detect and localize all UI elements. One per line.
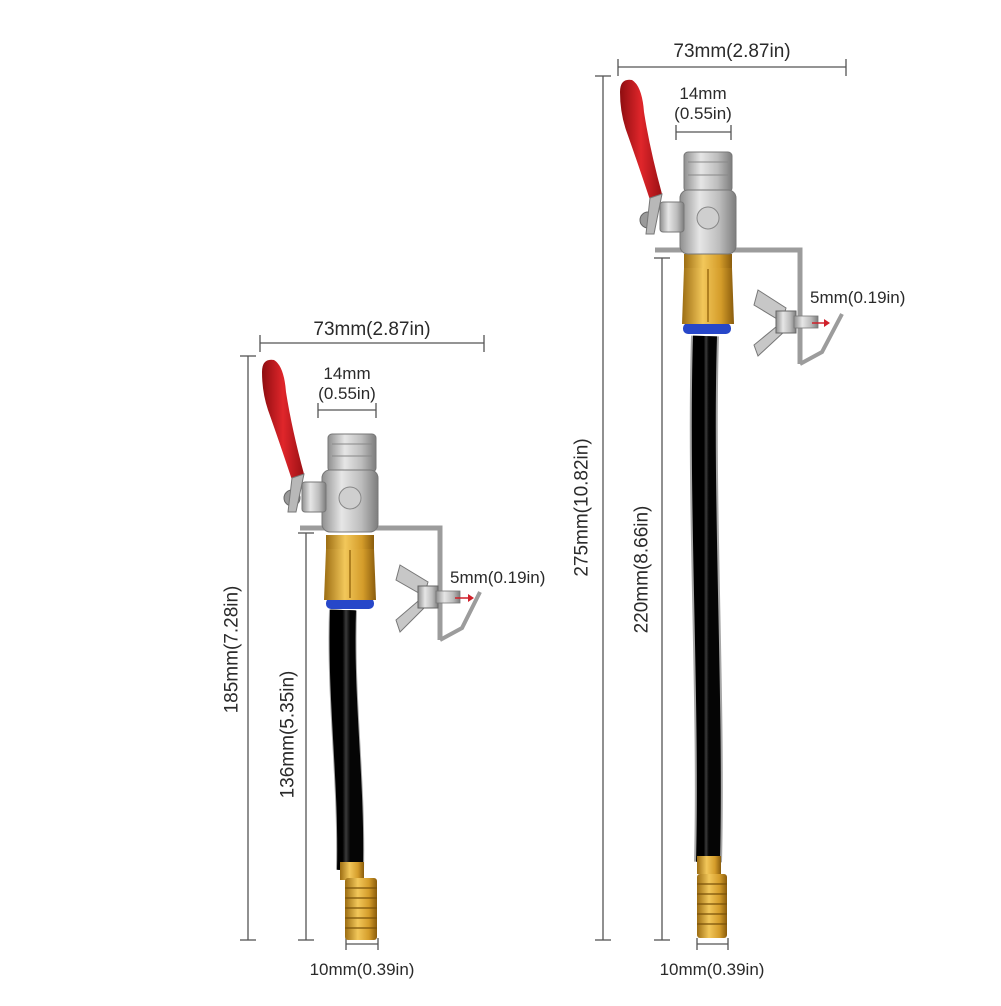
- hose-length-label-long: 220mm(8.66in): [631, 505, 653, 634]
- hose-long: [691, 335, 721, 863]
- wing-screw-long: [753, 289, 830, 357]
- product-short: [240, 335, 485, 950]
- hose-crimp-long: [697, 856, 721, 874]
- total-height-label-short: 185mm(7.28in): [221, 585, 243, 714]
- screw-size-label-short: 5mm(0.19in): [450, 568, 546, 587]
- hose-length-label-short: 136mm(5.35in): [277, 670, 299, 799]
- brass-tip-short: [345, 878, 377, 940]
- red-handle-long: [620, 79, 662, 200]
- ball-valve-short: [283, 433, 379, 533]
- dimension-lines-long: [595, 59, 847, 950]
- nut-size-label-short: 14mm (0.55in): [318, 364, 376, 403]
- tip-size-label-short: 10mm(0.39in): [309, 960, 415, 979]
- red-handle-short: [262, 359, 304, 480]
- nut-size-label-short-in: (0.55in): [318, 383, 376, 403]
- o-ring-long: [683, 323, 731, 334]
- width-label-short: 73mm(2.87in): [313, 319, 431, 340]
- brass-fitting-long: [682, 254, 734, 324]
- ball-valve-long: [639, 151, 737, 255]
- o-ring-short: [326, 598, 374, 609]
- nut-size-label-long-in: (0.55in): [674, 103, 732, 123]
- screw-size-label-long: 5mm(0.19in): [810, 288, 906, 307]
- dimension-lines-short: [240, 335, 485, 950]
- tip-size-label-long: 10mm(0.39in): [659, 960, 765, 979]
- brass-fitting-short: [324, 535, 376, 600]
- width-label-long: 73mm(2.87in): [673, 41, 791, 62]
- nut-size-label-long-mm: 14mm: [679, 84, 727, 103]
- product-long: [595, 59, 847, 950]
- nut-size-label-long: 14mm (0.55in): [674, 84, 732, 123]
- total-height-label-long: 275mm(10.82in): [571, 438, 593, 577]
- hose-crimp-short: [340, 862, 364, 880]
- wing-screw-short: [395, 564, 474, 633]
- brass-tip-long: [697, 874, 727, 938]
- nut-size-label-short-mm: 14mm: [323, 364, 371, 383]
